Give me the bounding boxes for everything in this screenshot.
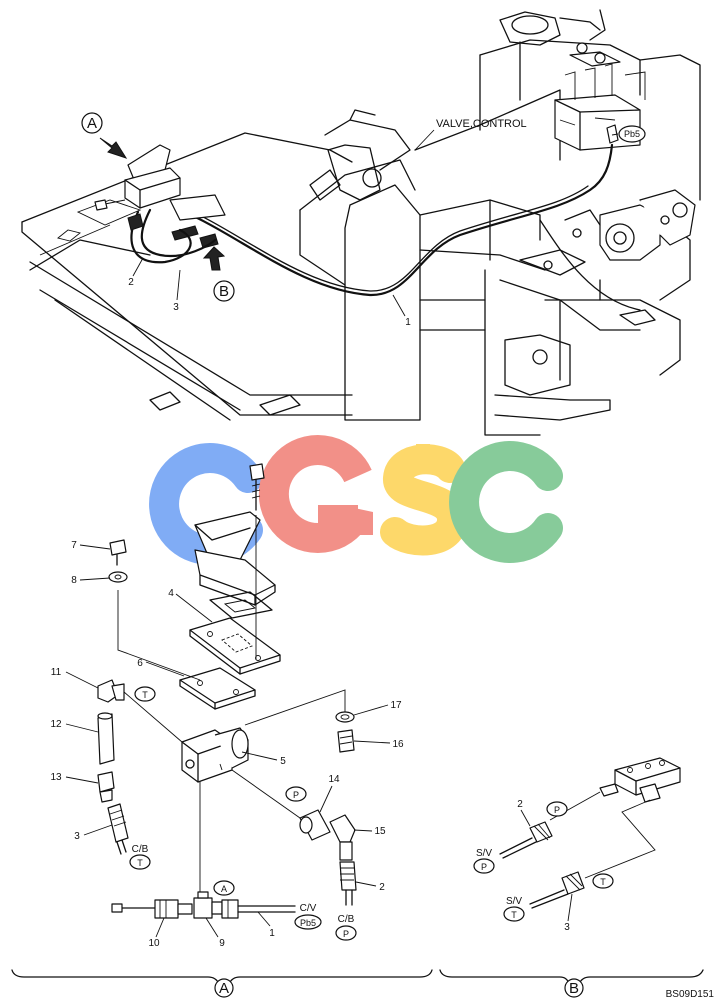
callout-b-2: 2 (517, 799, 523, 810)
b-tag-sv-t-port: T (511, 910, 517, 920)
b-tag-p-upper: P (554, 805, 560, 815)
callout-a-13: 13 (50, 772, 62, 783)
tag-cb-left: C/B (132, 844, 149, 855)
detail-a-exploded-view: T P A C/B T C/V Pb5 C/B P 1 2 3 4 5 6 7 … (50, 463, 404, 949)
b-tag-sv-p: S/V (476, 848, 492, 859)
section-b-marker: B (569, 980, 579, 997)
tag-cb-right-port: P (343, 929, 349, 939)
callout-2: 2 (128, 277, 134, 288)
callout-a-1: 1 (269, 928, 275, 939)
callout-a-8: 8 (71, 575, 77, 586)
callout-a-17: 17 (390, 700, 402, 711)
callout-a-2: 2 (379, 882, 385, 893)
callout-a-3: 3 (74, 831, 80, 842)
callout-a-15: 15 (374, 826, 386, 837)
watermark-letter-s (380, 444, 467, 556)
tag-cv-port: Pb5 (300, 918, 316, 928)
callout-a-14: 14 (328, 774, 340, 785)
tag-cb-right: C/B (338, 914, 355, 925)
callout-a-4: 4 (168, 588, 174, 599)
callout-a-11: 11 (51, 667, 62, 678)
callout-a-6: 6 (137, 658, 143, 669)
tag-cb-left-port: T (137, 858, 143, 868)
section-a-marker: A (219, 980, 229, 997)
tag-cv: C/V (300, 903, 317, 914)
cgsc-watermark (149, 435, 563, 565)
tag-t-upper: T (142, 690, 148, 700)
view-b-marker: B (219, 283, 229, 300)
callout-b-3: 3 (564, 922, 570, 933)
pb5-tag: Pb5 (624, 129, 640, 139)
callout-a-5: 5 (280, 756, 286, 767)
callout-a-7: 7 (71, 540, 77, 551)
view-a-marker: A (87, 115, 97, 132)
callout-a-9: 9 (219, 938, 225, 949)
detail-b-view: P T S/V P S/V T 2 3 (473, 757, 681, 933)
drawing-code: BS09D151 (666, 989, 715, 1000)
watermark-letter-c2 (449, 441, 563, 563)
callout-a-10: 10 (148, 938, 160, 949)
watermark-letter-g (258, 435, 373, 553)
callout-3: 3 (173, 302, 179, 313)
tag-p-upper: P (293, 790, 299, 800)
tag-a-tee: A (221, 884, 227, 894)
callout-a-12: 12 (50, 719, 62, 730)
b-tag-sv-t: S/V (506, 896, 522, 907)
valve-control-label: VALVE,CONTROL (436, 118, 527, 130)
b-tag-sv-p-port: P (481, 862, 487, 872)
callout-a-16: 16 (392, 739, 404, 750)
callout-1: 1 (405, 317, 411, 328)
top-assembly-view: A B VALVE,CONTROL Pb5 1 2 3 (21, 9, 701, 436)
footer-section-brackets: A B BS09D151 (11, 969, 715, 1000)
b-tag-t-upper: T (600, 877, 606, 887)
